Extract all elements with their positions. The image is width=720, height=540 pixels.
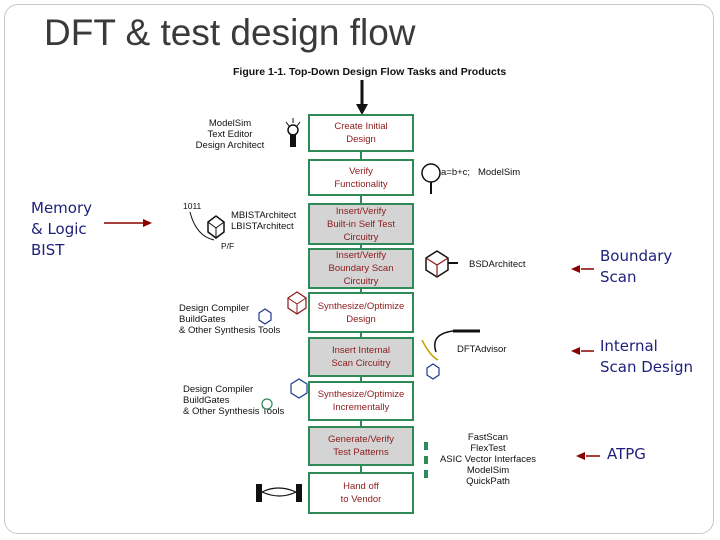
synth-cube-icon <box>258 291 307 325</box>
annotation-atpg: ATPG <box>607 445 646 463</box>
step-synthesize-design: Synthesize/Optimize Design <box>308 292 414 333</box>
annotation-boundary-scan: Boundary Scan <box>600 247 673 286</box>
slide-title: DFT & test design flow <box>44 12 416 53</box>
figure-caption: Figure 1-1. Top-Down Design Flow Tasks a… <box>233 66 507 78</box>
tools-atpg: FastScan FlexTest ASIC Vector Interfaces… <box>439 432 537 487</box>
arrow-to-internal-scan <box>571 347 594 355</box>
tools-create: ModelSim Text Editor Design Architect <box>195 118 265 151</box>
pattern-icon <box>424 442 428 478</box>
magnifier-icon <box>421 163 441 194</box>
tools-bist: MBISTArchitect LBISTArchitect <box>231 210 297 232</box>
step-create-initial-design: Create Initial Design <box>308 114 414 152</box>
lightbulb-icon <box>285 118 301 147</box>
handshake-icon <box>256 484 302 502</box>
synth-cube-2-icon <box>261 378 308 410</box>
step-insert-boundary-scan: Insert/Verify Boundary Scan Circuitry <box>308 248 414 289</box>
scan-chain-icon <box>421 329 480 380</box>
annotation-memory-logic-bist: Memory & Logic BIST <box>31 199 93 259</box>
bist-chip-icon <box>189 211 225 241</box>
bsd-chip-icon <box>425 250 458 278</box>
step-hand-off-vendor: Hand off to Vendor <box>308 472 414 514</box>
step-generate-test-patterns: Generate/Verify Test Patterns <box>308 426 414 466</box>
arrow-to-bist <box>104 219 152 227</box>
tools-synth-2: Design Compiler BuildGates & Other Synth… <box>183 384 285 417</box>
bist-pass-fail: P/F <box>221 241 235 251</box>
bist-code: 1011 <box>183 201 202 211</box>
step-insert-internal-scan: Insert Internal Scan Circuitry <box>308 337 414 377</box>
step-verify-functionality: Verify Functionality <box>308 159 414 196</box>
step-insert-bist: Insert/Verify Built-in Self Test Circuit… <box>308 203 414 245</box>
arrow-to-boundary-scan <box>571 265 594 273</box>
arrow-to-atpg <box>576 452 600 460</box>
tools-synth-1: Design Compiler BuildGates & Other Synth… <box>179 303 281 336</box>
tools-scan: DFTAdvisor <box>457 344 507 355</box>
step-synthesize-incrementally: Synthesize/Optimize Incrementally <box>308 381 414 421</box>
annotation-internal-scan: Internal Scan Design <box>600 337 694 376</box>
tools-verify: a=b+c; ModelSim <box>441 167 521 178</box>
slide-frame <box>4 4 714 534</box>
tools-bsd: BSDArchitect <box>469 259 526 270</box>
